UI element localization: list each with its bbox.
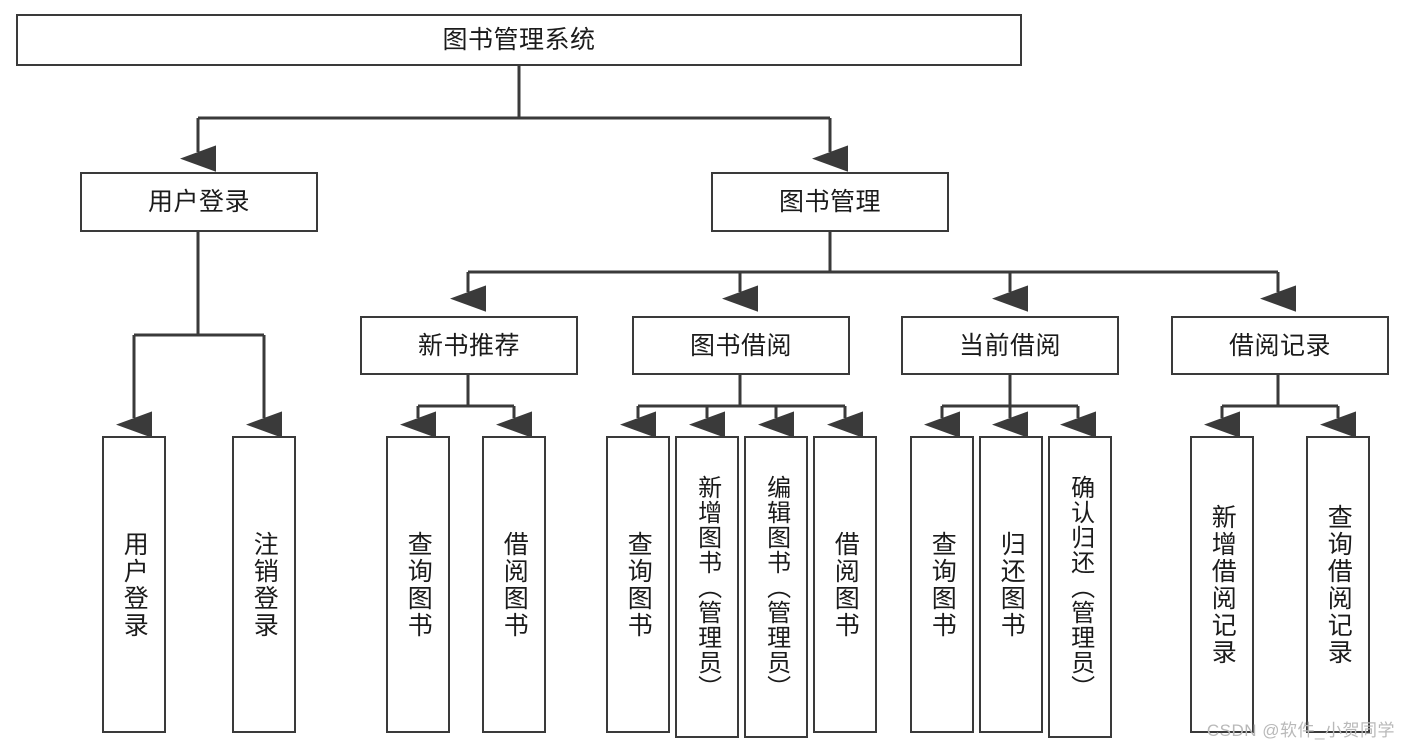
node-new-book-recommend-label: 新书推荐 — [417, 331, 520, 360]
node-leaf-add-book-label: 新增图书（管理员） — [693, 474, 721, 700]
node-leaf-add-borrow-record-label: 新增借阅记录 — [1208, 503, 1237, 666]
node-leaf-confirm-return-label: 确认归还（管理员） — [1066, 474, 1094, 700]
node-leaf-return-book-label: 归还图书 — [997, 530, 1026, 639]
node-borrow-record[interactable]: 借阅记录 — [1171, 316, 1389, 375]
node-leaf-query-book-1[interactable]: 查询图书 — [386, 436, 450, 733]
node-book-management-label: 图书管理 — [778, 188, 881, 216]
node-book-borrow-label: 图书借阅 — [689, 331, 792, 360]
node-root-label: 图书管理系统 — [442, 26, 596, 54]
node-book-borrow[interactable]: 图书借阅 — [632, 316, 850, 375]
node-leaf-borrow-book-1-label: 借阅图书 — [500, 530, 529, 639]
watermark: CSDN @软件_小贺同学 — [1206, 721, 1395, 740]
node-leaf-user-login-label: 用户登录 — [120, 530, 149, 639]
node-leaf-add-book[interactable]: 新增图书（管理员） — [675, 436, 739, 738]
node-user-login[interactable]: 用户登录 — [80, 172, 318, 232]
node-leaf-query-book-2-label: 查询图书 — [624, 530, 653, 639]
node-leaf-borrow-book-2-label: 借阅图书 — [831, 530, 860, 639]
node-leaf-query-book-2[interactable]: 查询图书 — [606, 436, 670, 733]
node-borrow-record-label: 借阅记录 — [1228, 331, 1331, 360]
node-user-login-label: 用户登录 — [147, 188, 250, 216]
node-current-borrow[interactable]: 当前借阅 — [901, 316, 1119, 375]
node-leaf-borrow-book-1[interactable]: 借阅图书 — [482, 436, 546, 733]
node-leaf-edit-book-label: 编辑图书（管理员） — [762, 474, 790, 700]
node-leaf-edit-book[interactable]: 编辑图书（管理员） — [744, 436, 808, 738]
node-leaf-confirm-return[interactable]: 确认归还（管理员） — [1048, 436, 1112, 738]
node-leaf-query-book-1-label: 查询图书 — [404, 530, 433, 639]
node-leaf-borrow-book-2[interactable]: 借阅图书 — [813, 436, 877, 733]
node-leaf-query-borrow-record[interactable]: 查询借阅记录 — [1306, 436, 1370, 733]
node-leaf-query-book-3-label: 查询图书 — [928, 530, 957, 639]
node-new-book-recommend[interactable]: 新书推荐 — [360, 316, 578, 375]
node-leaf-query-book-3[interactable]: 查询图书 — [910, 436, 974, 733]
node-root[interactable]: 图书管理系统 — [16, 14, 1022, 66]
node-leaf-query-borrow-record-label: 查询借阅记录 — [1324, 503, 1353, 666]
node-leaf-user-login[interactable]: 用户登录 — [102, 436, 166, 733]
node-book-management[interactable]: 图书管理 — [711, 172, 949, 232]
node-leaf-add-borrow-record[interactable]: 新增借阅记录 — [1190, 436, 1254, 733]
node-leaf-logout[interactable]: 注销登录 — [232, 436, 296, 733]
node-leaf-logout-label: 注销登录 — [250, 530, 279, 639]
node-leaf-return-book[interactable]: 归还图书 — [979, 436, 1043, 733]
node-current-borrow-label: 当前借阅 — [958, 331, 1061, 360]
